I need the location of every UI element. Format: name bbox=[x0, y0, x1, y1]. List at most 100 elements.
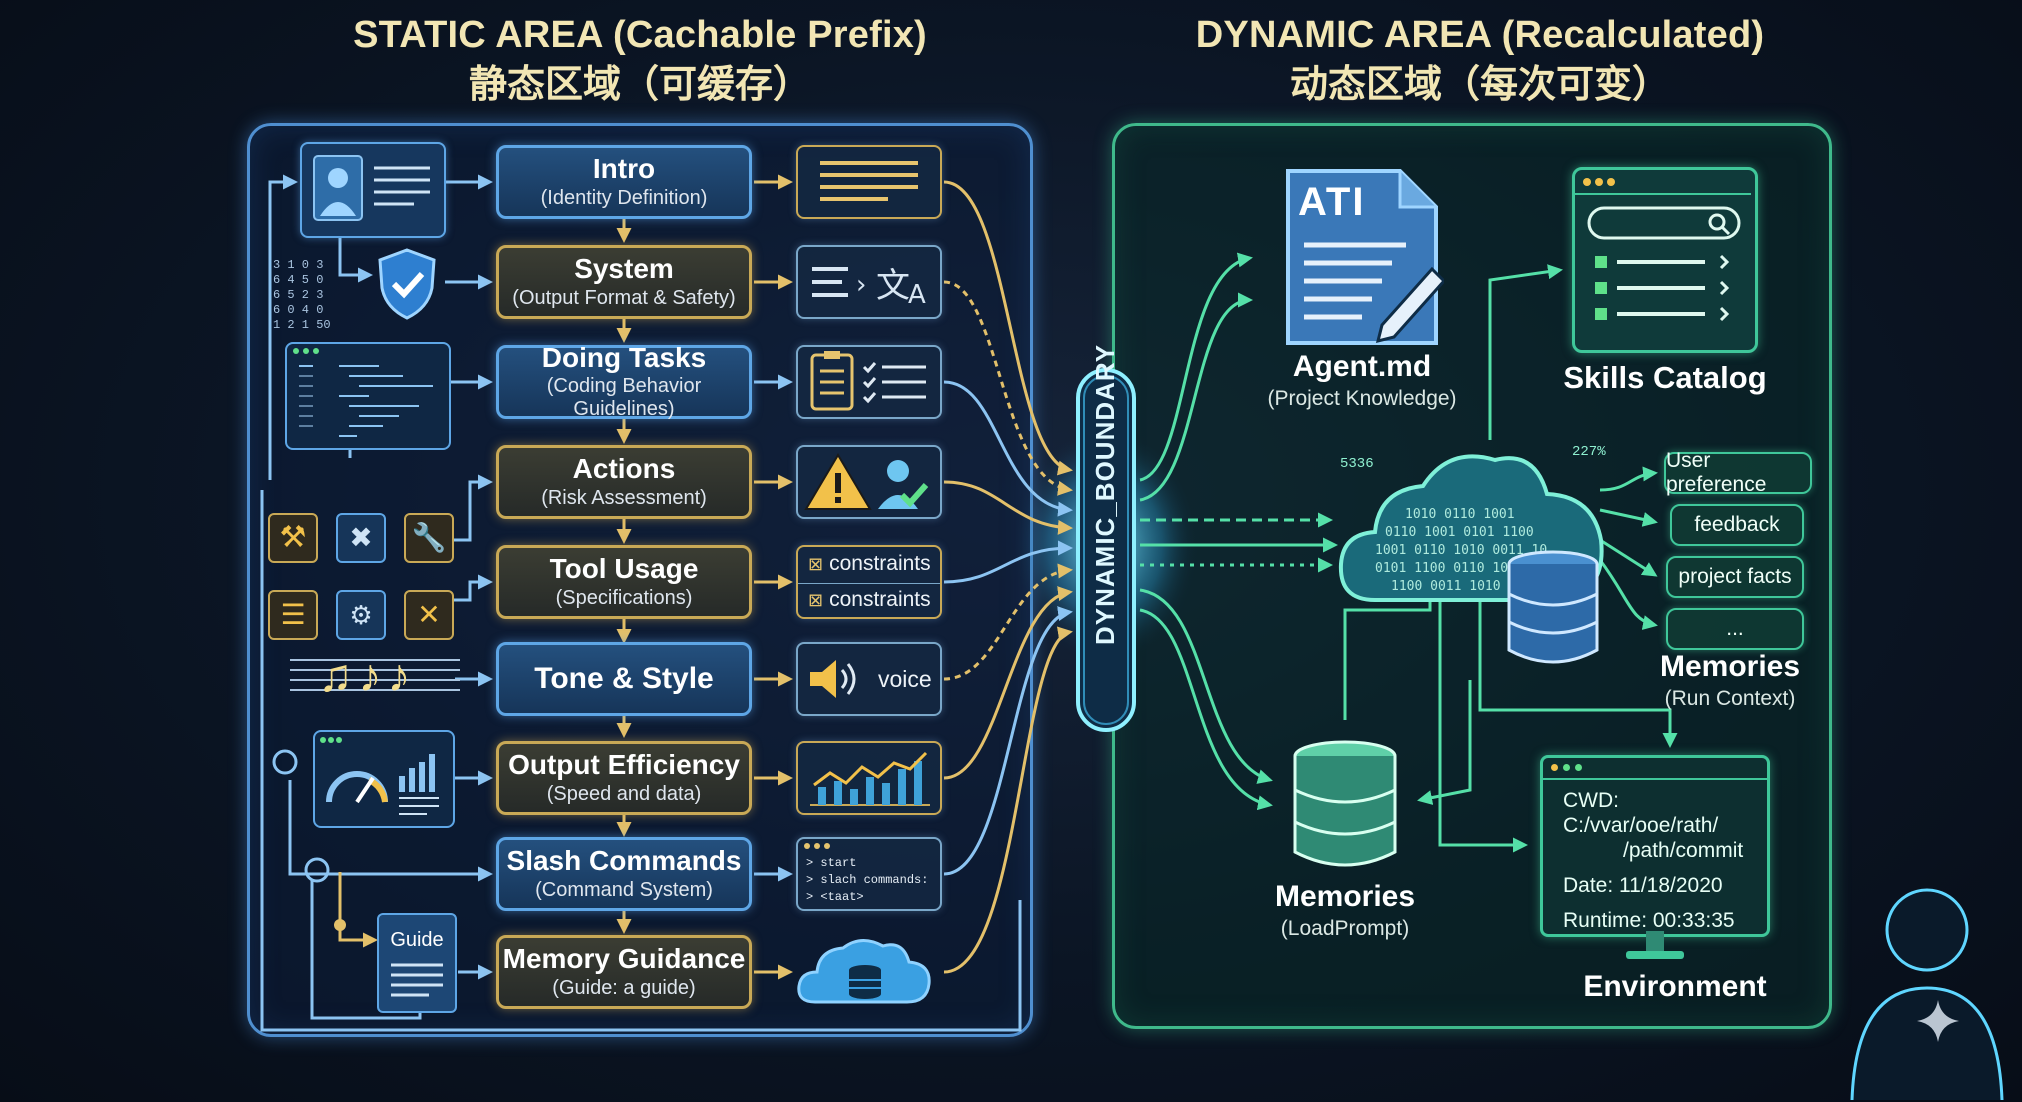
agent-md-title: Agent.md bbox=[1292, 350, 1432, 383]
dynamic-area-title-zh: 动态区域（每次可变） bbox=[1289, 63, 1670, 106]
dynamic-boundary-bar bbox=[1076, 368, 1136, 732]
cross-tools-icon: ✖ bbox=[336, 513, 386, 563]
constraint-icon: ⊠ bbox=[808, 589, 824, 610]
section-tool-usage-title: Tool Usage bbox=[549, 553, 699, 585]
constraints-box: ⊠ constraints ⊠ constraints bbox=[796, 545, 942, 619]
speedometer-window-icon bbox=[313, 730, 455, 828]
svg-text:1010 0110 1001: 1010 0110 1001 bbox=[1405, 507, 1515, 522]
guide-document-icon: Guide bbox=[377, 913, 457, 1013]
constraint-label-2: constraints bbox=[829, 588, 931, 611]
window-dot bbox=[303, 348, 309, 354]
terminal-line: > start bbox=[806, 856, 857, 870]
memories-run-label: Memories (Run Context) bbox=[1620, 650, 1840, 711]
svg-text:0101 1100 0110 1001 01: 0101 1100 0110 1001 01 bbox=[1375, 561, 1547, 576]
database-run-icon bbox=[1507, 550, 1599, 664]
section-memory-guidance-subtitle: (Guide: a guide) bbox=[552, 976, 696, 999]
window-dot bbox=[824, 843, 830, 849]
section-doing-tasks: Doing Tasks (Coding Behavior Guidelines) bbox=[496, 341, 752, 421]
music-notes-icon: ♫♪♪ bbox=[318, 649, 417, 701]
shield-check-icon bbox=[378, 248, 436, 320]
section-tone-style: Tone & Style bbox=[496, 642, 752, 716]
warning-user-icon bbox=[796, 445, 942, 519]
section-doing-tasks-title: Doing Tasks bbox=[541, 341, 707, 373]
constraint-icon: ⊠ bbox=[808, 553, 824, 574]
stream-number: 5336 bbox=[1340, 456, 1374, 472]
terminal-line: > slach commands: bbox=[806, 873, 929, 887]
environment-monitor: CWD: C:/vvar/ooe/rath/ /path/commit Date… bbox=[1540, 755, 1770, 937]
section-slash-commands-title: Slash Commands bbox=[506, 845, 742, 877]
env-cwd-value: C:/vvar/ooe/rath/ bbox=[1563, 814, 1719, 837]
window-dot bbox=[293, 348, 299, 354]
window-dot bbox=[1563, 764, 1570, 771]
agent-document-icon bbox=[1286, 169, 1444, 345]
code-window-icon bbox=[285, 342, 451, 450]
window-dot bbox=[313, 348, 319, 354]
section-actions: Actions (Risk Assessment) bbox=[496, 445, 752, 519]
agent-md-label: Agent.md (Project Knowledge) bbox=[1242, 350, 1482, 411]
section-icon-arrows bbox=[754, 174, 793, 980]
memory-pill-user-preference: User preference bbox=[1664, 449, 1812, 496]
env-date: Date: 11/18/2020 bbox=[1563, 874, 1723, 897]
svg-text:›: › bbox=[856, 270, 866, 300]
memories-run-title: Memories bbox=[1659, 650, 1801, 683]
person-silhouette bbox=[1850, 888, 2004, 1100]
memory-pill-project-facts: project facts bbox=[1666, 556, 1804, 598]
svg-text:1001 0110 1010 0011 10: 1001 0110 1010 0011 10 bbox=[1375, 543, 1547, 558]
section-output-efficiency-subtitle: (Speed and data) bbox=[546, 782, 702, 805]
env-cwd-value-2: /path/commit bbox=[1623, 839, 1744, 862]
terminal-box: > start > slach commands: > <taat> bbox=[796, 837, 942, 911]
section-doing-tasks-subtitle: (Coding Behavior Guidelines) bbox=[546, 375, 702, 421]
static-to-boundary-flows bbox=[943, 180, 1073, 974]
tools-cross-icon: ✕ bbox=[404, 590, 454, 640]
section-memory-guidance: Memory Guidance (Guide: a guide) bbox=[496, 935, 752, 1009]
guide-label: Guide bbox=[390, 929, 444, 951]
skills-catalog-window bbox=[1572, 167, 1758, 353]
memory-pill-more: ... bbox=[1666, 608, 1804, 650]
agent-md-subtitle: (Project Knowledge) bbox=[1267, 387, 1457, 410]
cloud-database-icon bbox=[797, 939, 931, 1004]
terminal-line: > <taat> bbox=[806, 890, 864, 904]
section-tool-usage: Tool Usage (Specifications) bbox=[496, 545, 752, 619]
constraint-label-1: constraints bbox=[829, 552, 931, 575]
env-cwd-label: CWD: bbox=[1563, 789, 1619, 812]
memories-run-subtitle: (Run Context) bbox=[1664, 687, 1796, 710]
voice-box: voice bbox=[796, 642, 942, 716]
window-dot bbox=[804, 843, 810, 849]
svg-text:0110 1001 0101 1100: 0110 1001 0101 1100 bbox=[1385, 525, 1534, 540]
growth-chart-icon bbox=[796, 741, 942, 815]
section-intro: Intro (Identity Definition) bbox=[496, 145, 752, 219]
music-staff bbox=[290, 659, 460, 691]
database-load-icon bbox=[1293, 740, 1397, 867]
memories-load-title: Memories bbox=[1274, 880, 1416, 913]
section-output-efficiency-title: Output Efficiency bbox=[508, 749, 740, 781]
section-actions-subtitle: (Risk Assessment) bbox=[541, 486, 707, 509]
voice-label: voice bbox=[878, 666, 932, 692]
section-slash-commands-subtitle: (Command System) bbox=[535, 878, 713, 901]
memories-load-subtitle: (LoadPrompt) bbox=[1280, 917, 1410, 940]
window-dot bbox=[1551, 764, 1558, 771]
sliders-icon: ☰ bbox=[268, 590, 318, 640]
checklist-icon bbox=[796, 345, 942, 419]
section-memory-guidance-title: Memory Guidance bbox=[502, 943, 746, 975]
section-actions-title: Actions bbox=[572, 453, 676, 485]
static-area-heading: STATIC AREA (Cachable Prefix) 静态区域（可缓存） bbox=[300, 14, 980, 107]
section-system-subtitle: (Output Format & Safety) bbox=[512, 286, 736, 309]
skills-catalog-label: Skills Catalog bbox=[1563, 360, 1767, 395]
section-slash-commands: Slash Commands (Command System) bbox=[496, 837, 752, 911]
memories-load-label: Memories (LoadPrompt) bbox=[1230, 880, 1460, 941]
profile-card-icon bbox=[300, 142, 446, 238]
screwdriver-icon: ⚙ bbox=[336, 590, 386, 640]
svg-text:A: A bbox=[908, 280, 926, 310]
static-area-title-zh: 静态区域（可缓存） bbox=[468, 63, 811, 106]
section-system: System (Output Format & Safety) bbox=[496, 245, 752, 319]
section-tone-style-title: Tone & Style bbox=[534, 662, 714, 696]
section-intro-title: Intro bbox=[592, 153, 656, 185]
svg-text:1100 0011 1010 0110: 1100 0011 1010 0110 bbox=[1391, 579, 1540, 594]
dynamic-area-title-en: DYNAMIC AREA (Recalculated) bbox=[1195, 14, 1765, 56]
dynamic-boundary-label: DYNAMIC_BOUNDARY bbox=[1090, 343, 1120, 645]
speaker-icon bbox=[810, 660, 856, 698]
env-runtime: Runtime: 00:33:35 bbox=[1563, 909, 1735, 932]
window-dot bbox=[1575, 764, 1582, 771]
stream-number: 227% bbox=[1572, 444, 1606, 460]
memory-pill-feedback: feedback bbox=[1670, 504, 1804, 546]
